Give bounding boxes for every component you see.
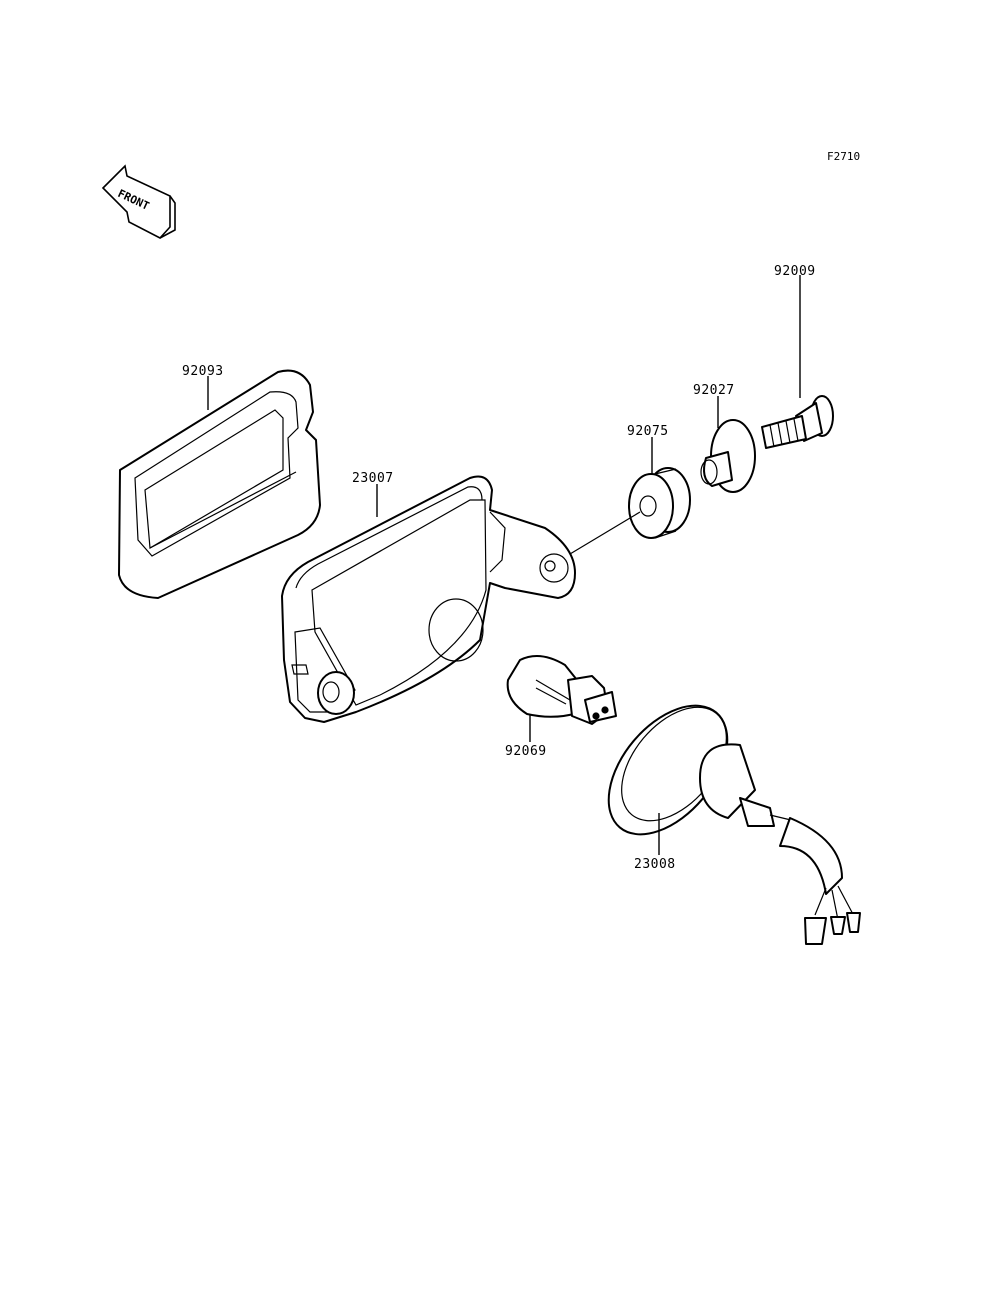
front-arrow-icon: FRONT xyxy=(101,164,176,239)
part-number-collar: 92027 xyxy=(693,383,735,398)
lamp-housing xyxy=(281,475,576,723)
frame-pad xyxy=(118,369,321,599)
part-number-socket: 23008 xyxy=(634,857,676,872)
bulb xyxy=(506,655,617,725)
socket xyxy=(607,704,861,945)
diagram-code: F2710 xyxy=(827,150,860,163)
part-number-grommet: 92075 xyxy=(627,424,669,439)
part-number-bulb: 92069 xyxy=(505,744,547,759)
part-number-frame: 92093 xyxy=(182,364,224,379)
rubber-grommet xyxy=(628,467,691,539)
part-number-housing: 23007 xyxy=(352,471,394,486)
bolt xyxy=(761,395,834,449)
part-number-bolt: 92009 xyxy=(774,264,816,279)
assembly-line xyxy=(569,511,641,555)
collar xyxy=(700,419,756,493)
